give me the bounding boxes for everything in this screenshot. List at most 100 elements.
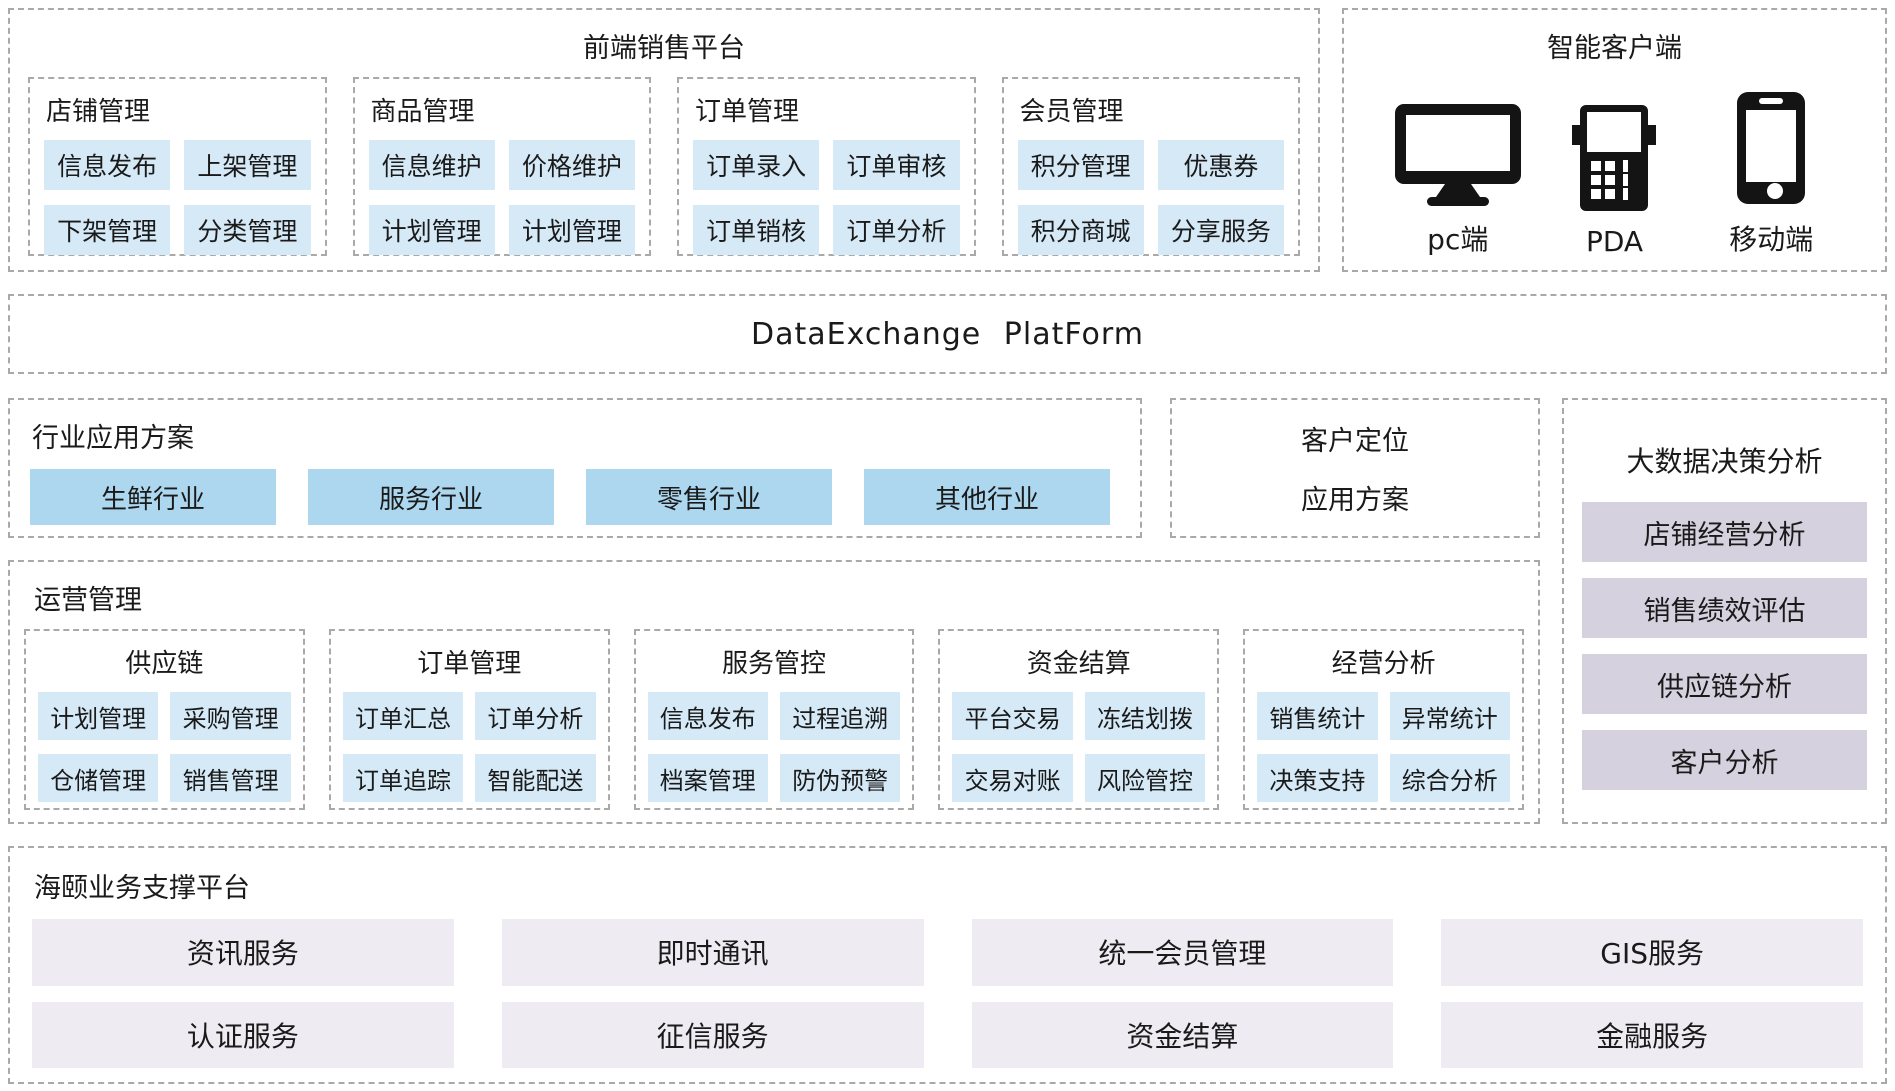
customer-positioning-section: 客户定位 应用方案 (1170, 398, 1540, 538)
module-chip: 价格维护 (508, 140, 635, 190)
group-items: 信息发布 过程追溯 档案管理 防伪预警 (647, 692, 901, 802)
support-services: 资讯服务 即时通讯 统一会员管理 GIS服务 认证服务 征信服务 资金结算 金融… (26, 919, 1869, 1068)
client-label: PDA (1585, 225, 1644, 258)
client-list: pc端 (1370, 77, 1859, 258)
service-chip: 即时通讯 (501, 919, 924, 986)
module-chip: 订单追踪 (342, 754, 464, 802)
industry-title: 行业应用方案 (32, 423, 194, 454)
service-chip: GIS服务 (1441, 919, 1863, 986)
bigdata-items: 店铺经营分析 销售绩效评估 供应链分析 客户分析 (1582, 502, 1867, 790)
module-chip: 决策支持 (1257, 754, 1378, 802)
module-chip: 档案管理 (647, 754, 768, 802)
module-chip: 上架管理 (184, 140, 311, 190)
group-title: 供应链 (125, 649, 204, 679)
group-items: 积分管理 优惠券 积分商城 分享服务 (1017, 140, 1284, 255)
group-ops-order-management: 订单管理 订单汇总 订单分析 订单追踪 智能配送 (328, 629, 610, 810)
module-chip: 分享服务 (1157, 205, 1284, 255)
operations-groups: 供应链 计划管理 采购管理 仓储管理 销售管理 订单管理 订单汇总 订单分析 订… (24, 629, 1524, 810)
pda-device-icon (1572, 93, 1657, 213)
group-title: 会员管理 (1019, 97, 1124, 127)
smart-client-title: 智能客户端 (1547, 33, 1682, 64)
industry-chip: 生鲜行业 (30, 469, 276, 525)
module-chip: 平台交易 (952, 692, 1073, 740)
module-chip: 销售管理 (170, 754, 291, 802)
bigdata-analysis-section: 大数据决策分析 店铺经营分析 销售绩效评估 供应链分析 客户分析 (1562, 398, 1887, 824)
group-order-management: 订单管理 订单录入 订单审核 订单销核 订单分析 (677, 77, 976, 256)
group-items: 信息发布 上架管理 下架管理 分类管理 (44, 140, 311, 255)
module-chip: 计划管理 (368, 205, 495, 255)
client-label: 移动端 (1729, 223, 1814, 256)
module-chip: 采购管理 (170, 692, 291, 740)
module-chip: 下架管理 (44, 205, 171, 255)
operations-management-section: 运营管理 供应链 计划管理 采购管理 仓储管理 销售管理 订单管理 订单汇总 (8, 560, 1540, 824)
module-chip: 销售统计 (1257, 692, 1378, 740)
module-chip: 分类管理 (184, 205, 311, 255)
module-chip: 防伪预警 (779, 754, 901, 802)
data-exchange-platform-band: DataExchange PlatForm (8, 294, 1887, 374)
module-chip: 积分管理 (1017, 140, 1144, 190)
middle-area: 行业应用方案 生鲜行业 服务行业 零售行业 其他行业 客户定位 应用方案 运营管… (8, 398, 1887, 824)
industry-items: 生鲜行业 服务行业 零售行业 其他行业 (30, 469, 1120, 525)
module-chip: 订单分析 (475, 692, 596, 740)
customer-positioning-line1: 客户定位 (1301, 426, 1409, 457)
group-fund-settlement: 资金结算 平台交易 冻结划拨 交易对账 风险管控 (938, 629, 1220, 810)
module-chip: 过程追溯 (779, 692, 901, 740)
group-product-management: 商品管理 信息维护 价格维护 计划管理 计划管理 (352, 77, 651, 256)
group-store-management: 店铺管理 信息发布 上架管理 下架管理 分类管理 (28, 77, 327, 256)
group-business-analysis: 经营分析 销售统计 异常统计 决策支持 综合分析 (1243, 629, 1524, 810)
module-chip: 信息发布 (44, 140, 171, 190)
group-items: 销售统计 异常统计 决策支持 综合分析 (1257, 692, 1510, 802)
group-title: 经营分析 (1331, 649, 1436, 679)
module-chip: 冻结划拨 (1084, 692, 1206, 740)
group-title: 商品管理 (370, 97, 475, 127)
service-chip: 征信服务 (501, 1001, 924, 1068)
service-chip: 金融服务 (1441, 1001, 1863, 1068)
module-chip: 交易对账 (952, 754, 1073, 802)
group-title: 订单管理 (695, 97, 800, 127)
module-chip: 风险管控 (1084, 754, 1206, 802)
group-title: 店铺管理 (46, 97, 151, 127)
data-exchange-title: DataExchange PlatForm (751, 316, 1144, 352)
desktop-monitor-icon (1393, 86, 1523, 206)
module-chip: 订单汇总 (342, 692, 464, 740)
group-items: 订单录入 订单审核 订单销核 订单分析 (693, 140, 960, 255)
module-chip: 信息维护 (368, 140, 495, 190)
industry-chip: 零售行业 (586, 469, 832, 525)
group-items: 订单汇总 订单分析 订单追踪 智能配送 (342, 692, 596, 802)
industry-solutions-section: 行业应用方案 生鲜行业 服务行业 零售行业 其他行业 (8, 398, 1142, 538)
customer-positioning-line2: 应用方案 (1301, 485, 1409, 516)
bigdata-chip: 店铺经营分析 (1582, 502, 1867, 562)
module-chip: 优惠券 (1157, 140, 1284, 190)
service-chip: 资金结算 (971, 1001, 1394, 1068)
module-chip: 订单销核 (693, 205, 820, 255)
module-chip: 订单分析 (833, 205, 960, 255)
frontend-sales-platform-section: 前端销售平台 店铺管理 信息发布 上架管理 下架管理 分类管理 商品管理 信息维… (8, 8, 1320, 272)
industry-row: 行业应用方案 生鲜行业 服务行业 零售行业 其他行业 客户定位 应用方案 (8, 398, 1540, 538)
module-chip: 积分商城 (1017, 205, 1144, 255)
module-chip: 异常统计 (1389, 692, 1510, 740)
bigdata-chip: 供应链分析 (1582, 654, 1867, 714)
module-chip: 仓储管理 (38, 754, 159, 802)
group-items: 计划管理 采购管理 仓储管理 销售管理 (38, 692, 291, 802)
group-title: 资金结算 (1026, 649, 1131, 679)
module-chip: 计划管理 (508, 205, 635, 255)
group-member-management: 会员管理 积分管理 优惠券 积分商城 分享服务 (1001, 77, 1300, 256)
module-chip: 智能配送 (475, 754, 596, 802)
middle-left-column: 行业应用方案 生鲜行业 服务行业 零售行业 其他行业 客户定位 应用方案 运营管… (8, 398, 1540, 824)
support-platform-section: 海颐业务支撑平台 资讯服务 即时通讯 统一会员管理 GIS服务 认证服务 征信服… (8, 846, 1887, 1084)
group-items: 信息维护 价格维护 计划管理 计划管理 (368, 140, 635, 255)
group-title: 服务管控 (721, 649, 826, 679)
service-chip: 统一会员管理 (971, 919, 1394, 986)
support-platform-title: 海颐业务支撑平台 (34, 873, 250, 904)
client-pda: PDA (1541, 93, 1689, 258)
service-chip: 认证服务 (32, 1001, 454, 1068)
client-pc: pc端 (1384, 86, 1532, 258)
frontend-groups: 店铺管理 信息发布 上架管理 下架管理 分类管理 商品管理 信息维护 价格维护 … (28, 77, 1300, 256)
industry-chip: 其他行业 (864, 469, 1110, 525)
bigdata-chip: 客户分析 (1582, 730, 1867, 790)
operations-title: 运营管理 (34, 585, 142, 616)
group-items: 平台交易 冻结划拨 交易对账 风险管控 (952, 692, 1206, 802)
group-supply-chain: 供应链 计划管理 采购管理 仓储管理 销售管理 (24, 629, 305, 810)
bigdata-title: 大数据决策分析 (1626, 445, 1823, 478)
client-label: pc端 (1427, 223, 1489, 256)
